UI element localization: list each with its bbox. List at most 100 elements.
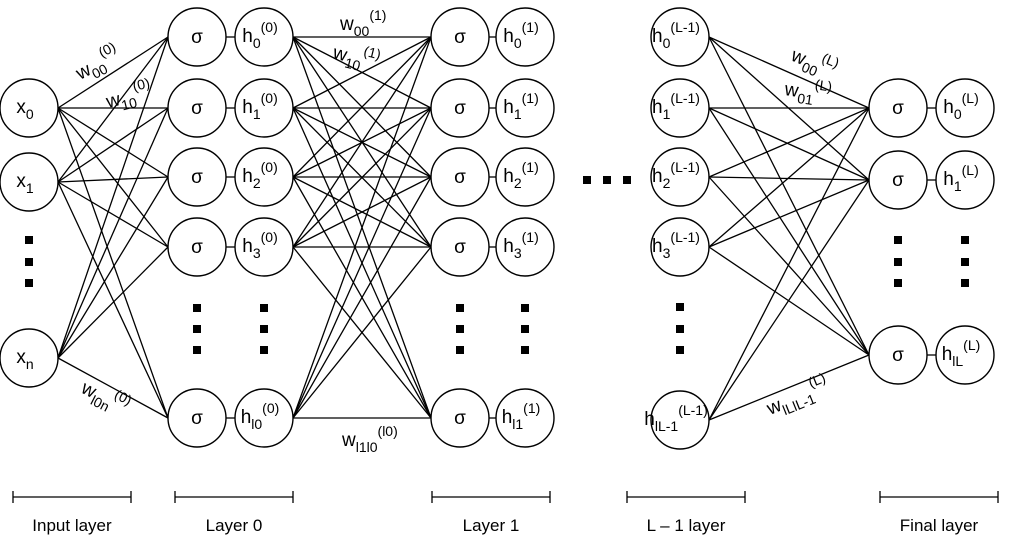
node-label: hl0(0): [241, 400, 280, 432]
label-superscript: (L): [806, 369, 828, 390]
weight-edge: [57, 36, 169, 109]
label-base: w: [341, 430, 356, 451]
ellipsis-dot: [583, 176, 591, 184]
label-base: h: [242, 26, 253, 47]
node-label: hlL-1(L-1): [644, 402, 708, 434]
value-node: [234, 147, 294, 207]
label-subscript: 10: [343, 55, 362, 74]
weight-label: wl1l0(l0): [341, 423, 398, 455]
sigma-node: [430, 147, 490, 207]
sigma-symbol: σ: [191, 167, 203, 188]
node-label: h2(L-1): [652, 159, 700, 191]
weight-edge: [292, 36, 432, 248]
label-subscript: 00: [354, 23, 370, 39]
label-subscript: l0n: [88, 392, 112, 415]
weight-edge: [57, 107, 169, 419]
value-node: [935, 325, 995, 385]
label-subscript: 3: [514, 245, 522, 261]
weight-label: wl0n(0): [75, 371, 135, 422]
label-subscript: 2: [663, 175, 671, 191]
ellipsis-dot: [894, 279, 902, 287]
sigma-node: [167, 7, 227, 67]
node-label: hl1(1): [502, 400, 541, 432]
node-label: h0(1): [503, 19, 539, 51]
label-base: x: [16, 171, 26, 192]
node-label: h1(0): [242, 90, 278, 122]
label-base: h: [503, 97, 514, 118]
label-subscript: 1: [514, 106, 522, 122]
label-base: w: [339, 14, 354, 35]
label-superscript: (0): [261, 19, 278, 35]
label-base: h: [652, 236, 663, 257]
layer-caption: Layer 1: [463, 516, 520, 535]
node-label: h3(0): [242, 229, 278, 261]
label-subscript: 0: [663, 35, 671, 51]
sigma-node: [868, 78, 928, 138]
neuron: σ hl0(0): [167, 388, 294, 448]
weight-label: wlLlL-1(L): [760, 369, 833, 423]
label-base: h: [644, 409, 655, 430]
ellipsis-dot: [961, 258, 969, 266]
ellipsis-dot: [961, 279, 969, 287]
weight-edge: [708, 354, 870, 421]
value-node: [495, 147, 555, 207]
label-base: h: [652, 97, 663, 118]
weight-edge: [708, 176, 870, 356]
ellipsis-dot: [623, 176, 631, 184]
label-superscript: (1): [522, 19, 539, 35]
label-subscript: 0: [954, 106, 962, 122]
label-base: h: [652, 166, 663, 187]
neuron: h2(L-1): [650, 147, 710, 207]
label-base: h: [502, 407, 513, 428]
sigma-symbol: σ: [892, 345, 904, 366]
sigma-node: [167, 78, 227, 138]
value-node: [0, 78, 59, 138]
weight-edge: [708, 36, 870, 356]
label-superscript: (L): [962, 162, 979, 178]
neuron: h3(L-1): [650, 217, 710, 277]
weight-edge: [57, 181, 169, 248]
weight-edge: [708, 107, 870, 421]
value-node: [0, 328, 59, 388]
label-superscript: (0): [261, 229, 278, 245]
layer-caption: Layer 0: [206, 516, 263, 535]
node-label: h1(L): [943, 162, 979, 194]
sigma-symbol: σ: [191, 408, 203, 429]
ellipsis-dot: [25, 236, 33, 244]
label-superscript: (L): [963, 337, 980, 353]
ellipsis-dot: [456, 346, 464, 354]
value-node: [935, 150, 995, 210]
weight-label: w00(L): [786, 38, 842, 85]
label-base: h: [943, 169, 954, 190]
sigma-symbol: σ: [454, 167, 466, 188]
neuron: h0(L-1): [650, 7, 710, 67]
label-subscript: 1: [253, 106, 261, 122]
weight-edge: [708, 179, 870, 421]
weight-edge: [292, 107, 432, 419]
sigma-node: [868, 150, 928, 210]
ellipsis-dot: [521, 325, 529, 333]
weight-label: w00(1): [339, 7, 386, 39]
label-superscript: (1): [523, 400, 540, 416]
label-subscript: 01: [796, 90, 814, 108]
label-base: h: [242, 236, 253, 257]
label-superscript: (1): [369, 7, 386, 23]
node-label: h0(0): [242, 19, 278, 51]
sigma-node: [430, 78, 490, 138]
label-subscript: l0: [251, 416, 262, 432]
label-superscript: (0): [261, 90, 278, 106]
sigma-node: [167, 217, 227, 277]
sigma-node: [430, 7, 490, 67]
node-label: x0: [16, 97, 34, 122]
label-superscript: (0): [96, 38, 119, 60]
label-subscript: l1l0: [356, 439, 378, 455]
sigma-symbol: σ: [454, 27, 466, 48]
label-subscript: lL-1: [655, 418, 679, 434]
